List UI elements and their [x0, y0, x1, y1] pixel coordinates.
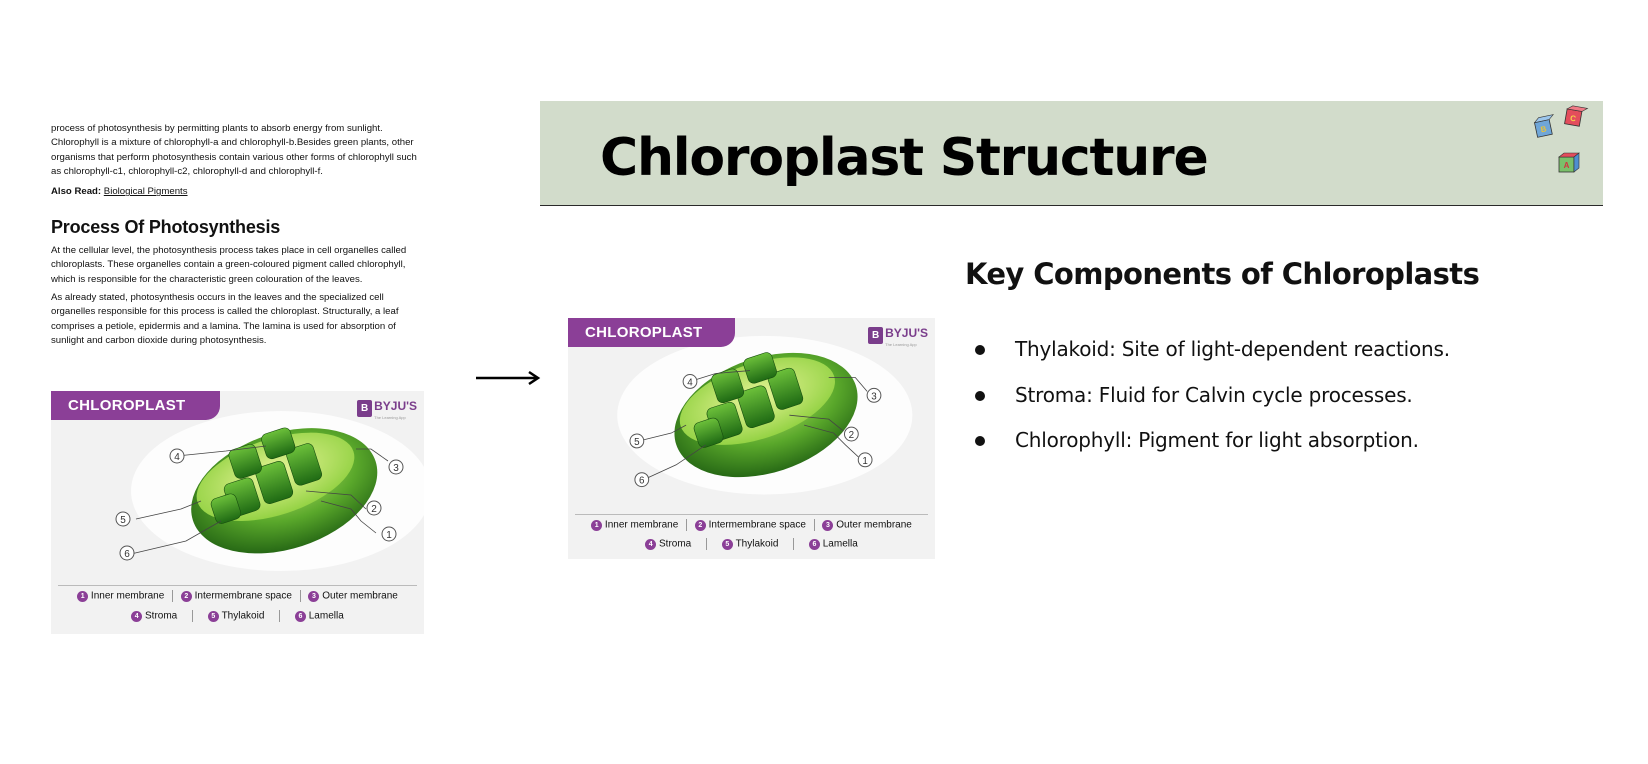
callout-3: 3 — [871, 391, 877, 402]
chloroplast-diagram-slide[interactable]: 4 3 2 1 5 6 CHLOROPLAST B BYJU'S The Lea… — [568, 318, 935, 559]
legend-label: Intermembrane space — [708, 519, 806, 531]
brand-logo: B BYJU'S The Learning App — [868, 324, 928, 347]
bullet-list[interactable]: Thylakoid: Site of light-dependent react… — [975, 337, 1450, 474]
brand-name: BYJU'S — [374, 399, 417, 413]
block-letter: B — [1540, 124, 1548, 134]
bullet-text: Stroma: Fluid for Calvin cycle processes… — [1015, 382, 1413, 407]
chloroplast-shape — [191, 427, 378, 554]
block-letter: A — [1564, 161, 1570, 170]
brand-tagline: The Learning App — [885, 342, 917, 347]
callout-4: 4 — [687, 377, 693, 388]
bullet-item: Thylakoid: Site of light-dependent react… — [975, 337, 1450, 383]
callout-6: 6 — [639, 476, 645, 487]
legend-label: Thylakoid — [735, 538, 779, 550]
slide-header: Chloroplast Structure B C A — [540, 101, 1603, 206]
callout-1: 1 — [862, 456, 867, 467]
legend-label: Lamella — [822, 538, 858, 550]
also-read: Also Read: Biological Pigments — [51, 185, 425, 198]
callout-1: 1 — [386, 530, 392, 541]
legend-label: Inner membrane — [604, 519, 679, 531]
callout-2: 2 — [371, 504, 377, 515]
chloroplast-shape — [674, 352, 858, 478]
legend-label: Thylakoid — [221, 610, 265, 622]
also-read-link[interactable]: Biological Pigments — [103, 186, 188, 198]
diagram-legend-row-1: 1 Inner membrane 2 Intermembrane space 3… — [51, 590, 424, 602]
callout-6: 6 — [124, 549, 130, 560]
callout-4: 4 — [174, 452, 180, 463]
callout-5: 5 — [634, 437, 640, 448]
doc-paragraph: process of photosynthesis by permitting … — [51, 123, 417, 177]
diagram-title: CHLOROPLAST — [568, 318, 735, 347]
doc-heading: Process Of Photosynthesis — [51, 217, 281, 238]
bullet-dot-icon — [975, 436, 985, 446]
bullet-text: Chlorophyll: Pigment for light absorptio… — [1015, 428, 1419, 452]
legend-label: Lamella — [308, 610, 344, 622]
slide-title[interactable]: Chloroplast Structure — [600, 128, 1209, 188]
legend-label: Inner membrane — [90, 590, 165, 602]
legend-label: Outer membrane — [322, 590, 398, 602]
chloroplast-diagram-source: 4 3 2 1 5 6 CHLOROPLAST B BYJU'S The Lea… — [51, 391, 424, 634]
bullet-item: Chlorophyll: Pigment for light absorptio… — [975, 428, 1450, 474]
source-document: process of photosynthesis by permitting … — [51, 122, 425, 348]
diagram-legend-row-2: 4 Stroma 5 Thylakoid 6 Lamella — [51, 610, 424, 622]
bullet-item: Stroma: Fluid for Calvin cycle processes… — [975, 383, 1450, 429]
slide-subtitle[interactable]: Key Components of Chloroplasts — [965, 257, 1480, 291]
doc-paragraph: As already stated, photosynthesis occurs… — [51, 292, 399, 346]
brand-mark: B — [868, 327, 884, 344]
chloroplast-illustration: 4 3 2 1 5 6 — [617, 335, 913, 495]
bullet-dot-icon — [975, 390, 985, 401]
also-read-label: Also Read: — [51, 186, 102, 198]
bullet-dot-icon — [975, 345, 985, 355]
chloroplast-illustration: 4 3 2 1 5 6 — [115, 411, 424, 571]
right-arrow-icon — [476, 370, 541, 386]
legend-label: Intermembrane space — [194, 590, 292, 602]
diagram-legend-row-2: 4 Stroma 5 Thylakoid 6 Lamella — [568, 538, 935, 550]
brand-tagline: The Learning App — [374, 415, 406, 420]
block-letter: C — [1569, 114, 1576, 124]
legend-label: Outer membrane — [836, 519, 912, 531]
legend-label: Stroma — [659, 538, 692, 550]
callout-3: 3 — [393, 463, 399, 474]
alphabet-blocks-icon: B C A — [1533, 105, 1589, 173]
brand-mark: B — [357, 400, 373, 417]
legend-label: Stroma — [145, 610, 178, 622]
callout-2: 2 — [849, 430, 854, 441]
bullet-text: Thylakoid: Site of light-dependent react… — [1015, 337, 1450, 361]
diagram-legend-row-1: 1 Inner membrane 2 Intermembrane space 3… — [568, 519, 935, 531]
doc-paragraph: At the cellular level, the photosynthesi… — [51, 245, 407, 285]
brand-name: BYJU'S — [885, 326, 928, 340]
callout-5: 5 — [120, 515, 126, 526]
diagram-title: CHLOROPLAST — [51, 391, 220, 420]
brand-logo: B BYJU'S The Learning App — [357, 397, 417, 420]
